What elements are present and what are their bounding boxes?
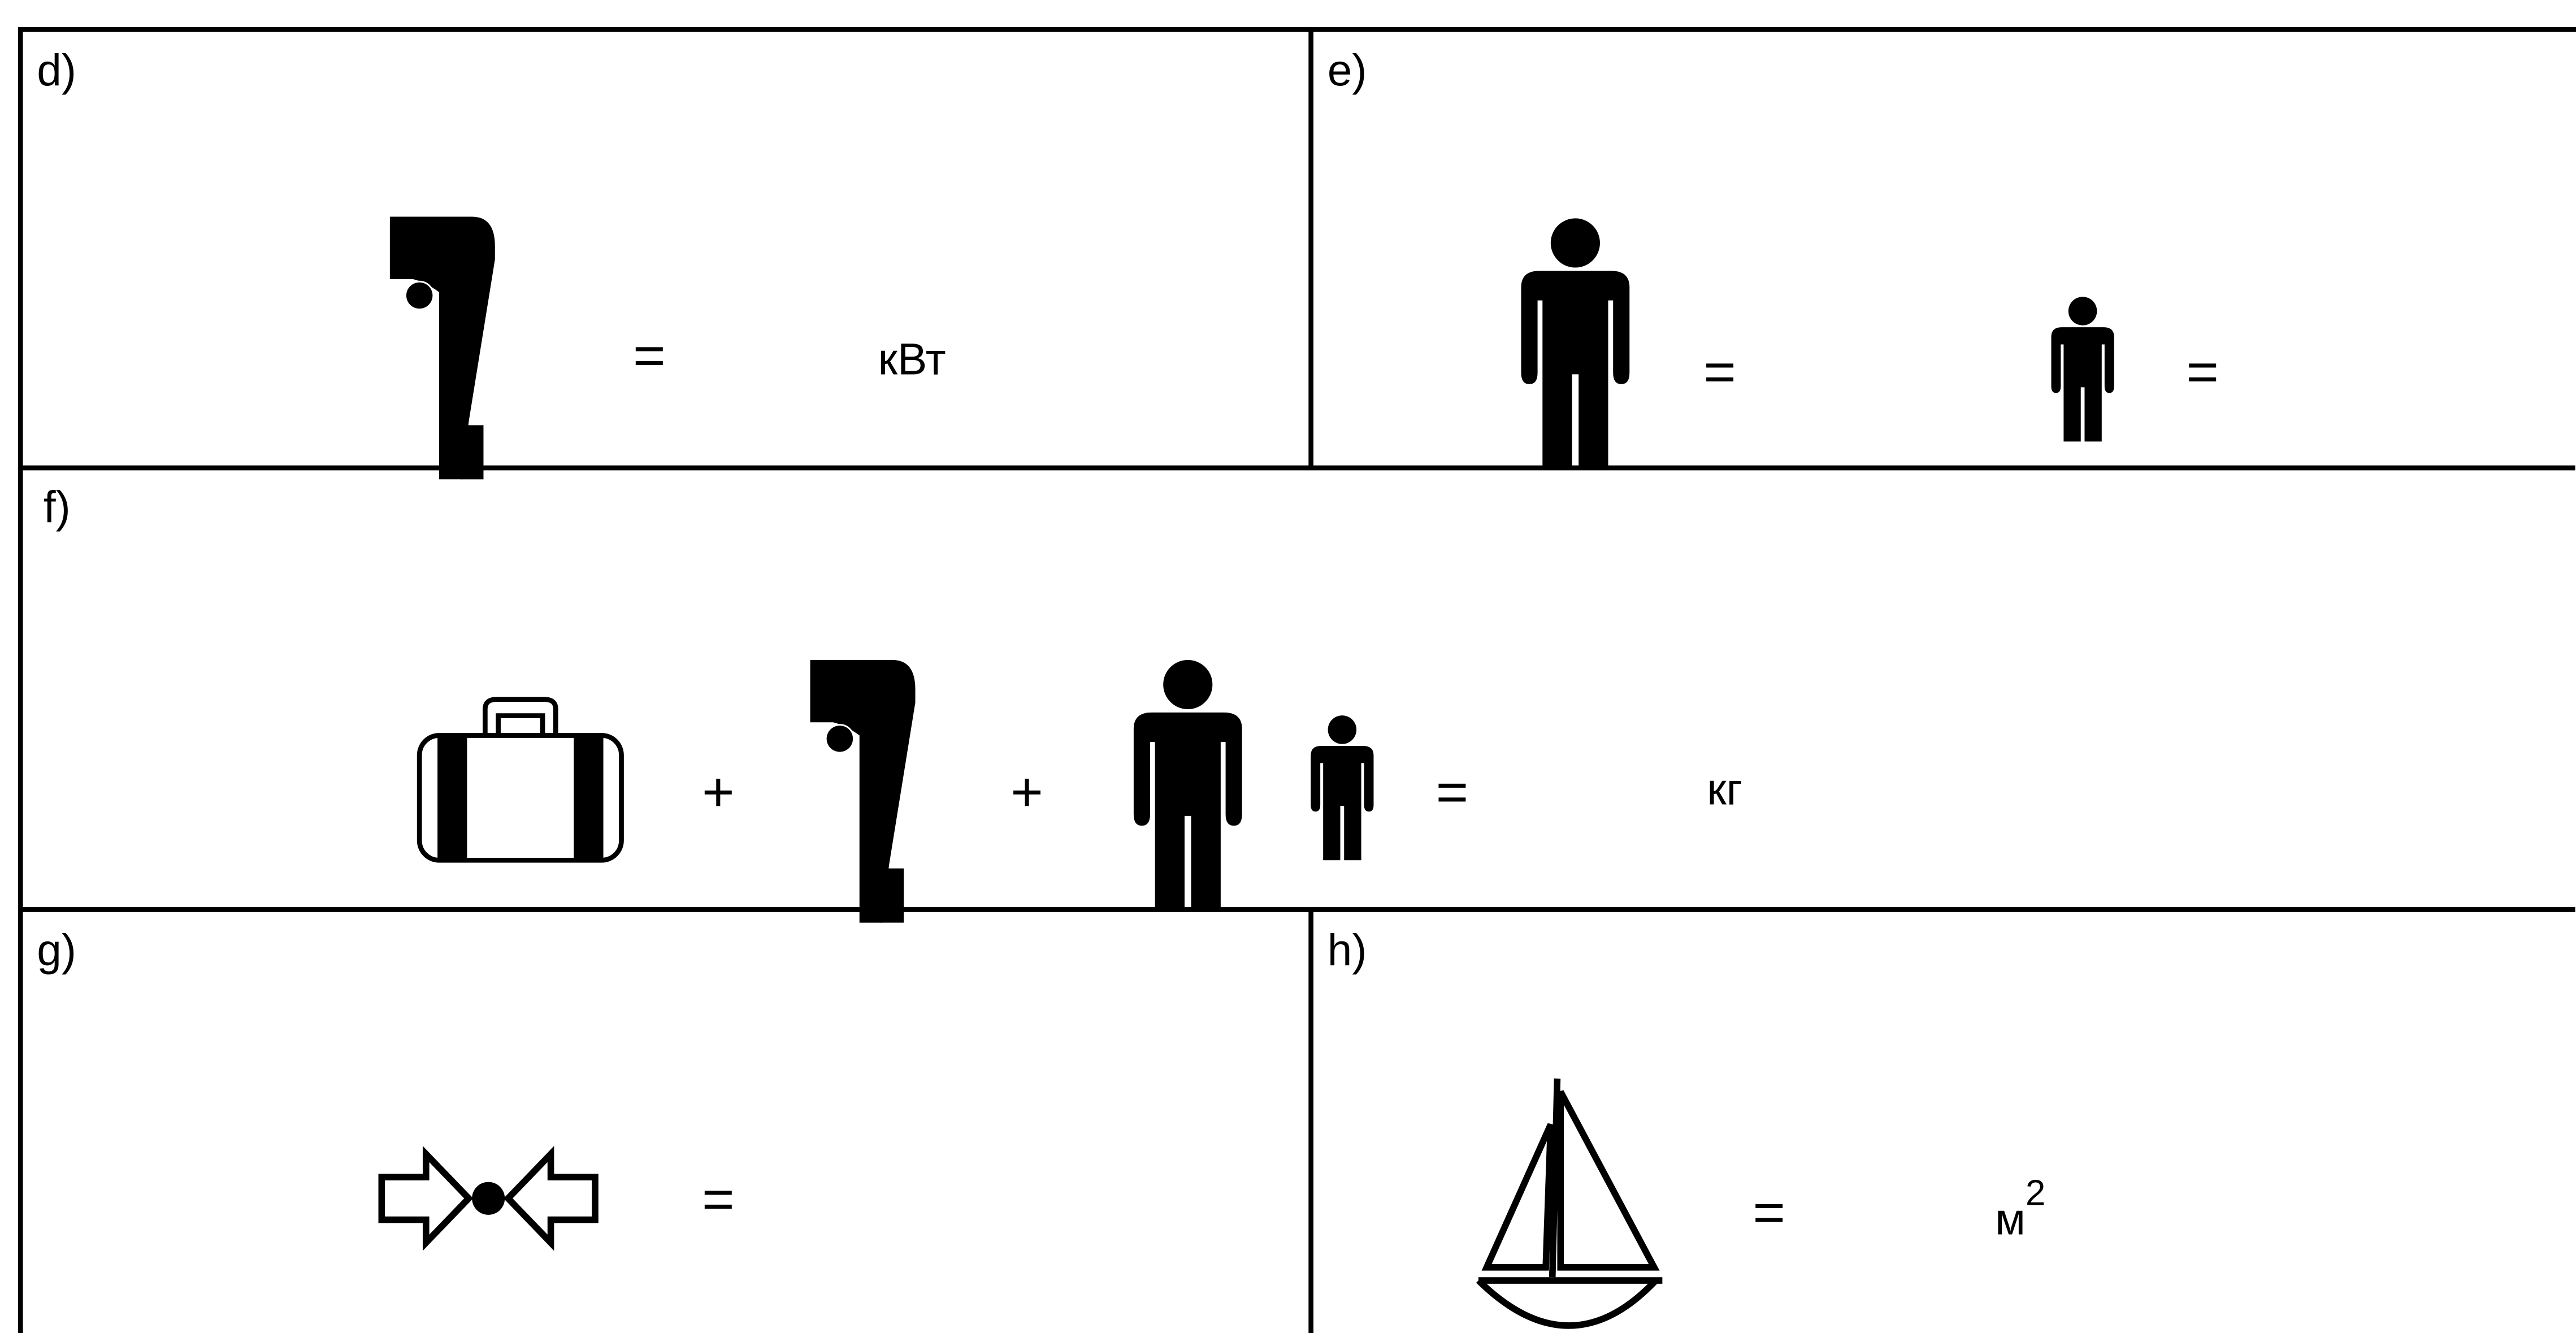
panel-label-h: h) (1328, 925, 1367, 975)
sailboat-icon (1476, 1078, 1663, 1329)
unit-superscript: 2 (2026, 1172, 2046, 1213)
unit-kilogram: кг (1707, 765, 1742, 814)
equals-sign: = (702, 1168, 735, 1230)
unit-square-meter: м2 (1995, 1172, 2045, 1244)
equals-sign: = (1753, 1181, 1785, 1243)
panel-g: g) = (37, 925, 735, 1251)
child-person-icon (2051, 297, 2114, 442)
panel-f: f) + + = кг (44, 482, 1742, 923)
converging-arrows-icon (378, 1145, 599, 1251)
plus-sign: + (1011, 761, 1043, 823)
panel-e: e) = = (1328, 45, 2219, 468)
outboard-motor-icon (389, 216, 495, 480)
equals-sign: = (633, 324, 666, 386)
equals-sign-adult: = (1703, 340, 1736, 402)
panel-h: h) = м2 (1328, 925, 2045, 1329)
plus-sign: + (702, 761, 735, 823)
unit-kilowatt: кВт (878, 334, 946, 384)
equals-sign: = (1436, 761, 1469, 823)
outboard-motor-icon (810, 659, 916, 923)
equals-sign-child: = (2186, 340, 2219, 402)
panel-label-d: d) (37, 45, 76, 95)
panel-label-g: g) (37, 925, 76, 975)
suitcase-icon (417, 697, 624, 863)
child-person-icon (1311, 715, 1374, 861)
unit-base: м (1995, 1195, 2026, 1244)
adult-person-icon (1133, 659, 1242, 910)
panel-label-f: f) (44, 482, 71, 532)
panel-label-e: e) (1328, 45, 1367, 95)
adult-person-icon (1521, 218, 1630, 468)
panel-d: d) = кВт (37, 45, 946, 480)
